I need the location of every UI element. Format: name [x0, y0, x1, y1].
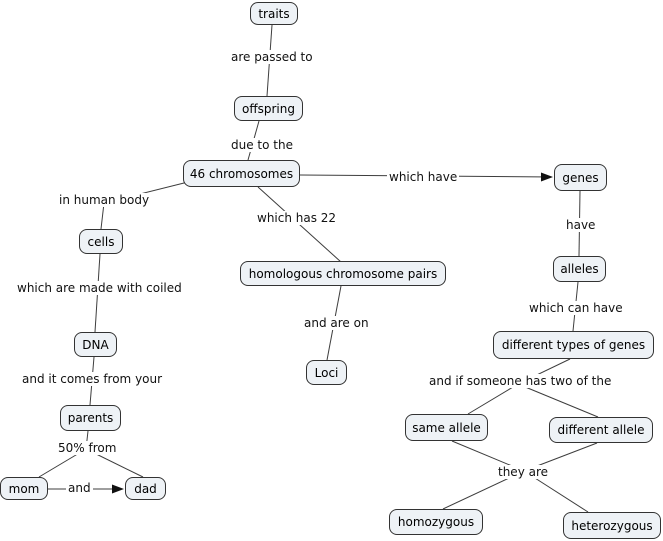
linking-phrase-which-can-have[interactable]: which can have [527, 301, 625, 315]
edge-label-different-allele [517, 383, 599, 418]
concept-same-allele[interactable]: same allele [405, 414, 488, 441]
concept-homozygous[interactable]: homozygous [389, 509, 483, 535]
linking-phrase-they-are[interactable]: they are [496, 465, 551, 479]
linking-phrase-are-passed-to[interactable]: are passed to [229, 50, 315, 64]
edge-label-same-allele [467, 383, 519, 415]
concept-cells[interactable]: cells [79, 229, 123, 254]
concept-alleles[interactable]: alleles [553, 256, 606, 282]
concept-different-allele[interactable]: different allele [549, 417, 653, 443]
linking-phrase-which-has-22[interactable]: which has 22 [255, 211, 339, 225]
concept-dna[interactable]: DNA [74, 332, 117, 357]
concept-dad[interactable]: dad [125, 477, 166, 500]
concept-homologous-chromosome-pairs[interactable]: homologous chromosome pairs [240, 261, 446, 286]
linking-phrase-due-to-the[interactable]: due to the [229, 138, 295, 152]
concept-mom[interactable]: mom [0, 477, 48, 500]
arrowhead-dad [112, 484, 124, 494]
linking-phrase-and-it-comes-from-your[interactable]: and it comes from your [20, 372, 165, 386]
concept-46-chromosomes[interactable]: 46 chromosomes [183, 160, 300, 187]
concept-loci[interactable]: Loci [306, 360, 347, 385]
concept-traits[interactable]: traits [250, 2, 298, 25]
linking-phrase-and-if-someone-has-two-of-the[interactable]: and if someone has two of the [427, 374, 614, 388]
linking-phrase-in-human-body[interactable]: in human body [57, 193, 152, 207]
linking-phrase-and[interactable]: and [66, 481, 93, 495]
linking-phrase-which-are-made-with-coiled[interactable]: which are made with coiled [15, 281, 184, 295]
arrowhead-genes [541, 172, 553, 182]
linking-phrase-50-percent-from[interactable]: 50% from [56, 441, 119, 455]
concept-genes[interactable]: genes [554, 164, 607, 191]
linking-phrase-have[interactable]: have [564, 218, 598, 232]
concept-different-types-of-genes[interactable]: different types of genes [493, 331, 654, 359]
concept-heterozygous[interactable]: heterozygous [563, 512, 661, 539]
linking-phrase-and-are-on[interactable]: and are on [302, 316, 371, 330]
concept-offspring[interactable]: offspring [234, 96, 303, 121]
concept-parents[interactable]: parents [60, 405, 121, 431]
linking-phrase-which-have[interactable]: which have [387, 170, 460, 184]
